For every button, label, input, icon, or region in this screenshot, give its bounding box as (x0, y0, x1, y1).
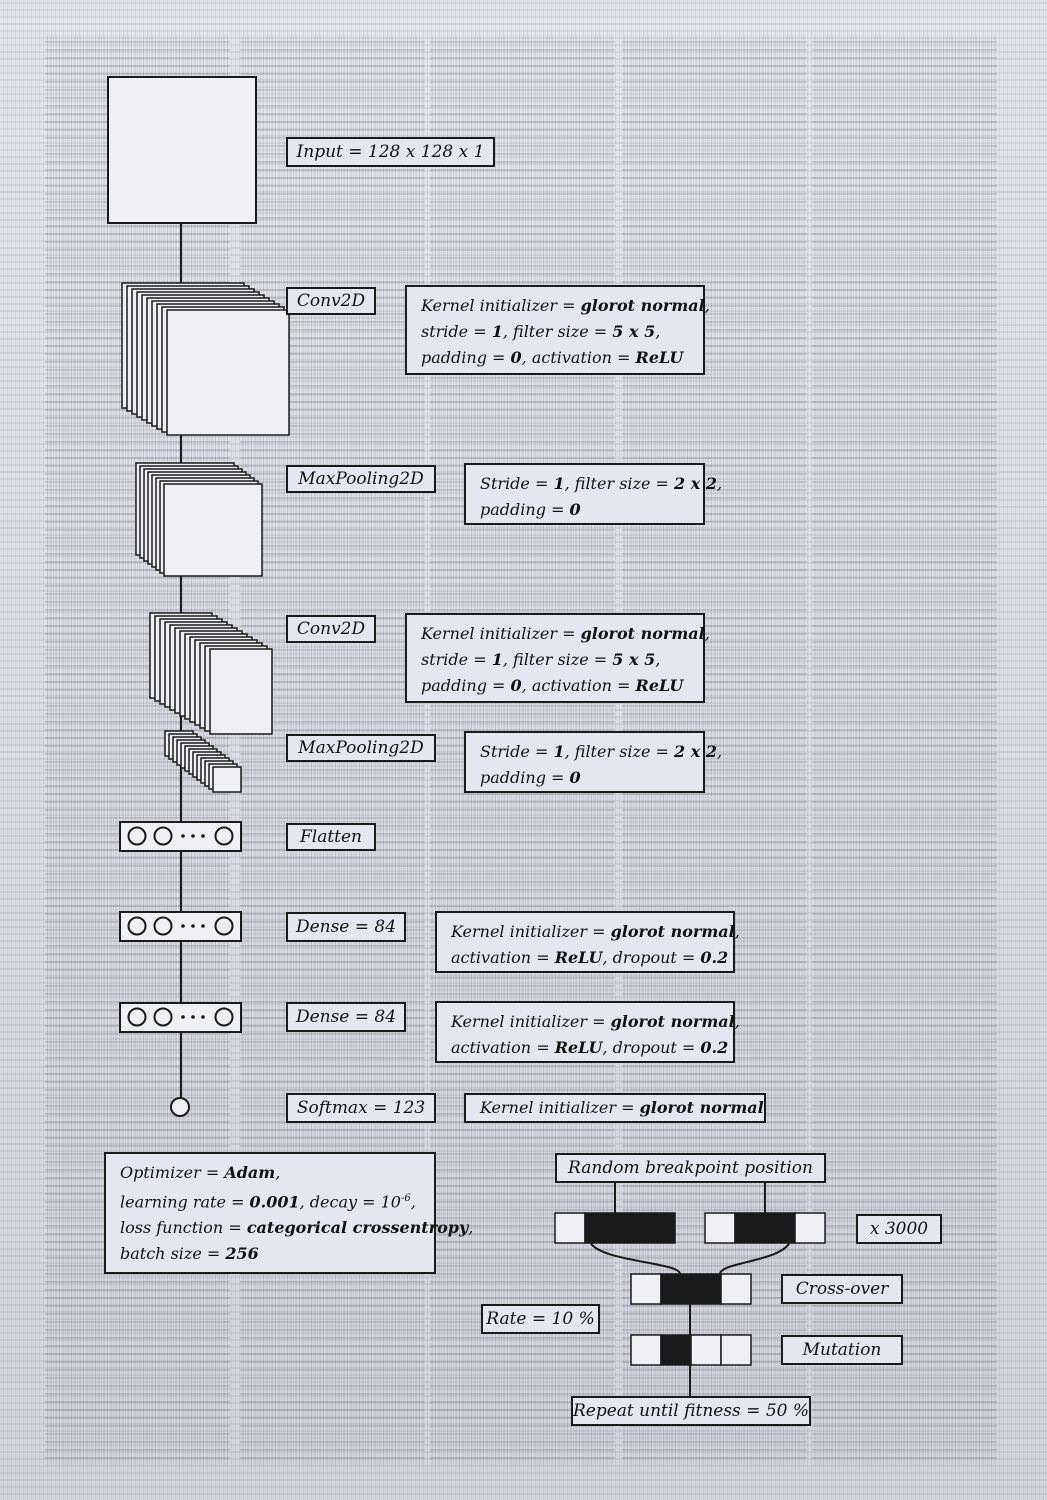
repeat-label: Repeat until fitness = 50 % (571, 1396, 811, 1426)
neuron (214, 916, 234, 936)
neuron (153, 826, 173, 846)
neuron (127, 1007, 147, 1027)
ellipsis-dot (201, 834, 205, 838)
ellipsis-dot (201, 1015, 205, 1019)
feature-map-slice (212, 766, 242, 793)
ellipsis-dot (201, 924, 205, 928)
gene (630, 1273, 662, 1305)
ellipsis-dot (191, 1015, 195, 1019)
input-label: Input = 128 x 128 x 1 (286, 137, 495, 167)
feature-map-slice (163, 483, 263, 577)
maxpooling2d-stack (164, 730, 242, 793)
maxpooling2d-params: Stride = 1, filter size = 2 x 2, padding… (464, 463, 722, 525)
conv2d-label: Conv2D (286, 287, 376, 315)
ellipsis-dot (181, 924, 185, 928)
rate-label: Rate = 10 % (481, 1304, 600, 1334)
neuron (127, 826, 147, 846)
gene (690, 1334, 722, 1366)
feature-map-slice (209, 648, 273, 735)
maxpooling2d-stack (135, 462, 263, 577)
ellipsis-dot (191, 834, 195, 838)
offspring-chromosome (630, 1273, 752, 1305)
crossover-label: Cross-over (781, 1274, 903, 1304)
neuron (153, 1007, 173, 1027)
ellipsis-dot (191, 924, 195, 928)
neuron (127, 916, 147, 936)
mutation-label: Mutation (781, 1335, 903, 1365)
input-map (107, 76, 257, 224)
parent-chromosome (554, 1212, 676, 1244)
feature-map-slice (166, 309, 290, 436)
optimizer-box: Optimizer = Adam, learning rate = 0.001,… (104, 1152, 473, 1274)
softmax-node (170, 1097, 190, 1117)
conv2d-stack (121, 282, 290, 436)
parent-chromosome (704, 1212, 826, 1244)
dense-label: Dense = 84 (286, 912, 406, 942)
dense-label: Dense = 84 (286, 1002, 406, 1032)
gene-selected (660, 1334, 692, 1366)
breakpoint-label: Random breakpoint position (555, 1153, 826, 1183)
maxpooling2d-label: MaxPooling2D (286, 734, 436, 762)
neuron-row-frame (119, 911, 242, 942)
neuron-row-frame (119, 1002, 242, 1033)
gene (630, 1334, 662, 1366)
repeat-count-label: x 3000 (856, 1214, 942, 1244)
dense-params: Kernel initializer = glorot normal, acti… (435, 911, 740, 973)
dense-neurons (119, 911, 242, 942)
conv2d-stack (149, 612, 273, 735)
crossover-curve (589, 1241, 681, 1275)
gene (720, 1334, 752, 1366)
dense-neurons (119, 1002, 242, 1033)
ellipsis-dot (181, 1015, 185, 1019)
conv2d-params: Kernel initializer = glorot normal, stri… (405, 285, 710, 375)
conv2d-label: Conv2D (286, 615, 376, 643)
softmax-params: Kernel initializer = glorot normal (464, 1093, 766, 1123)
neuron (153, 916, 173, 936)
neuron (214, 1007, 234, 1027)
gene (554, 1212, 586, 1244)
conv2d-params: Kernel initializer = glorot normal, stri… (405, 613, 710, 703)
flatten-label: Flatten (286, 823, 376, 851)
neuron-row-frame (119, 821, 242, 852)
gene-selected (584, 1212, 676, 1244)
flatten-neurons (119, 821, 242, 852)
mutated-chromosome (630, 1334, 752, 1366)
dense-params: Kernel initializer = glorot normal, acti… (435, 1001, 740, 1063)
gene (794, 1212, 826, 1244)
maxpooling2d-label: MaxPooling2D (286, 465, 436, 493)
neuron (214, 826, 234, 846)
gene-selected (734, 1212, 796, 1244)
maxpooling2d-params: Stride = 1, filter size = 2 x 2, padding… (464, 731, 722, 793)
softmax-label: Softmax = 123 (286, 1093, 436, 1123)
crossover-curve (719, 1241, 791, 1275)
ellipsis-dot (181, 834, 185, 838)
gene (704, 1212, 736, 1244)
gene-selected (660, 1273, 722, 1305)
gene (720, 1273, 752, 1305)
